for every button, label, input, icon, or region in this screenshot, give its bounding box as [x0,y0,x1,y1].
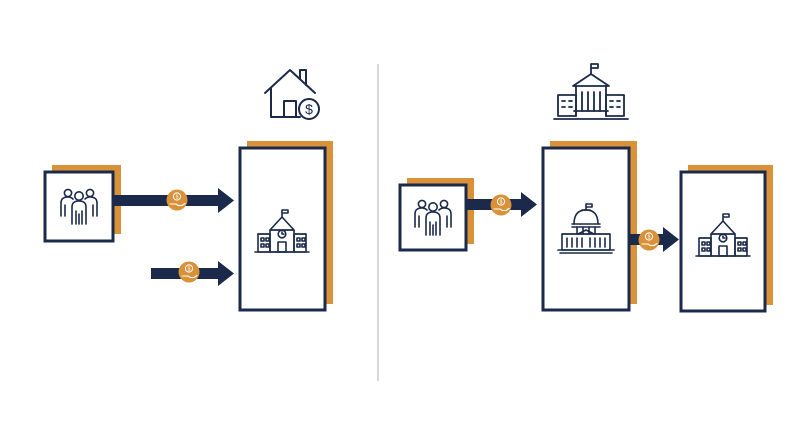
hand-coin-icon [177,260,201,284]
government-building-icon [553,63,629,120]
school-box-right [679,165,773,313]
hand-coin-icon [637,228,661,252]
hand-coin-icon [489,193,513,217]
svg-text:$: $ [305,101,313,117]
arrow-to-school-lower [151,260,234,286]
house-with-dollar-icon: $ [264,69,320,120]
arrow-capitol-to-school [629,227,679,252]
people-group-box-right [398,178,474,252]
people-group-box [43,165,121,243]
left-panel: $ [43,69,333,312]
right-panel [398,63,773,313]
capitol-box [541,141,637,312]
arrow-people-to-school [113,188,234,213]
arrow-people-to-capitol [466,192,537,217]
hand-coin-icon [165,188,189,212]
school-box [238,141,333,312]
